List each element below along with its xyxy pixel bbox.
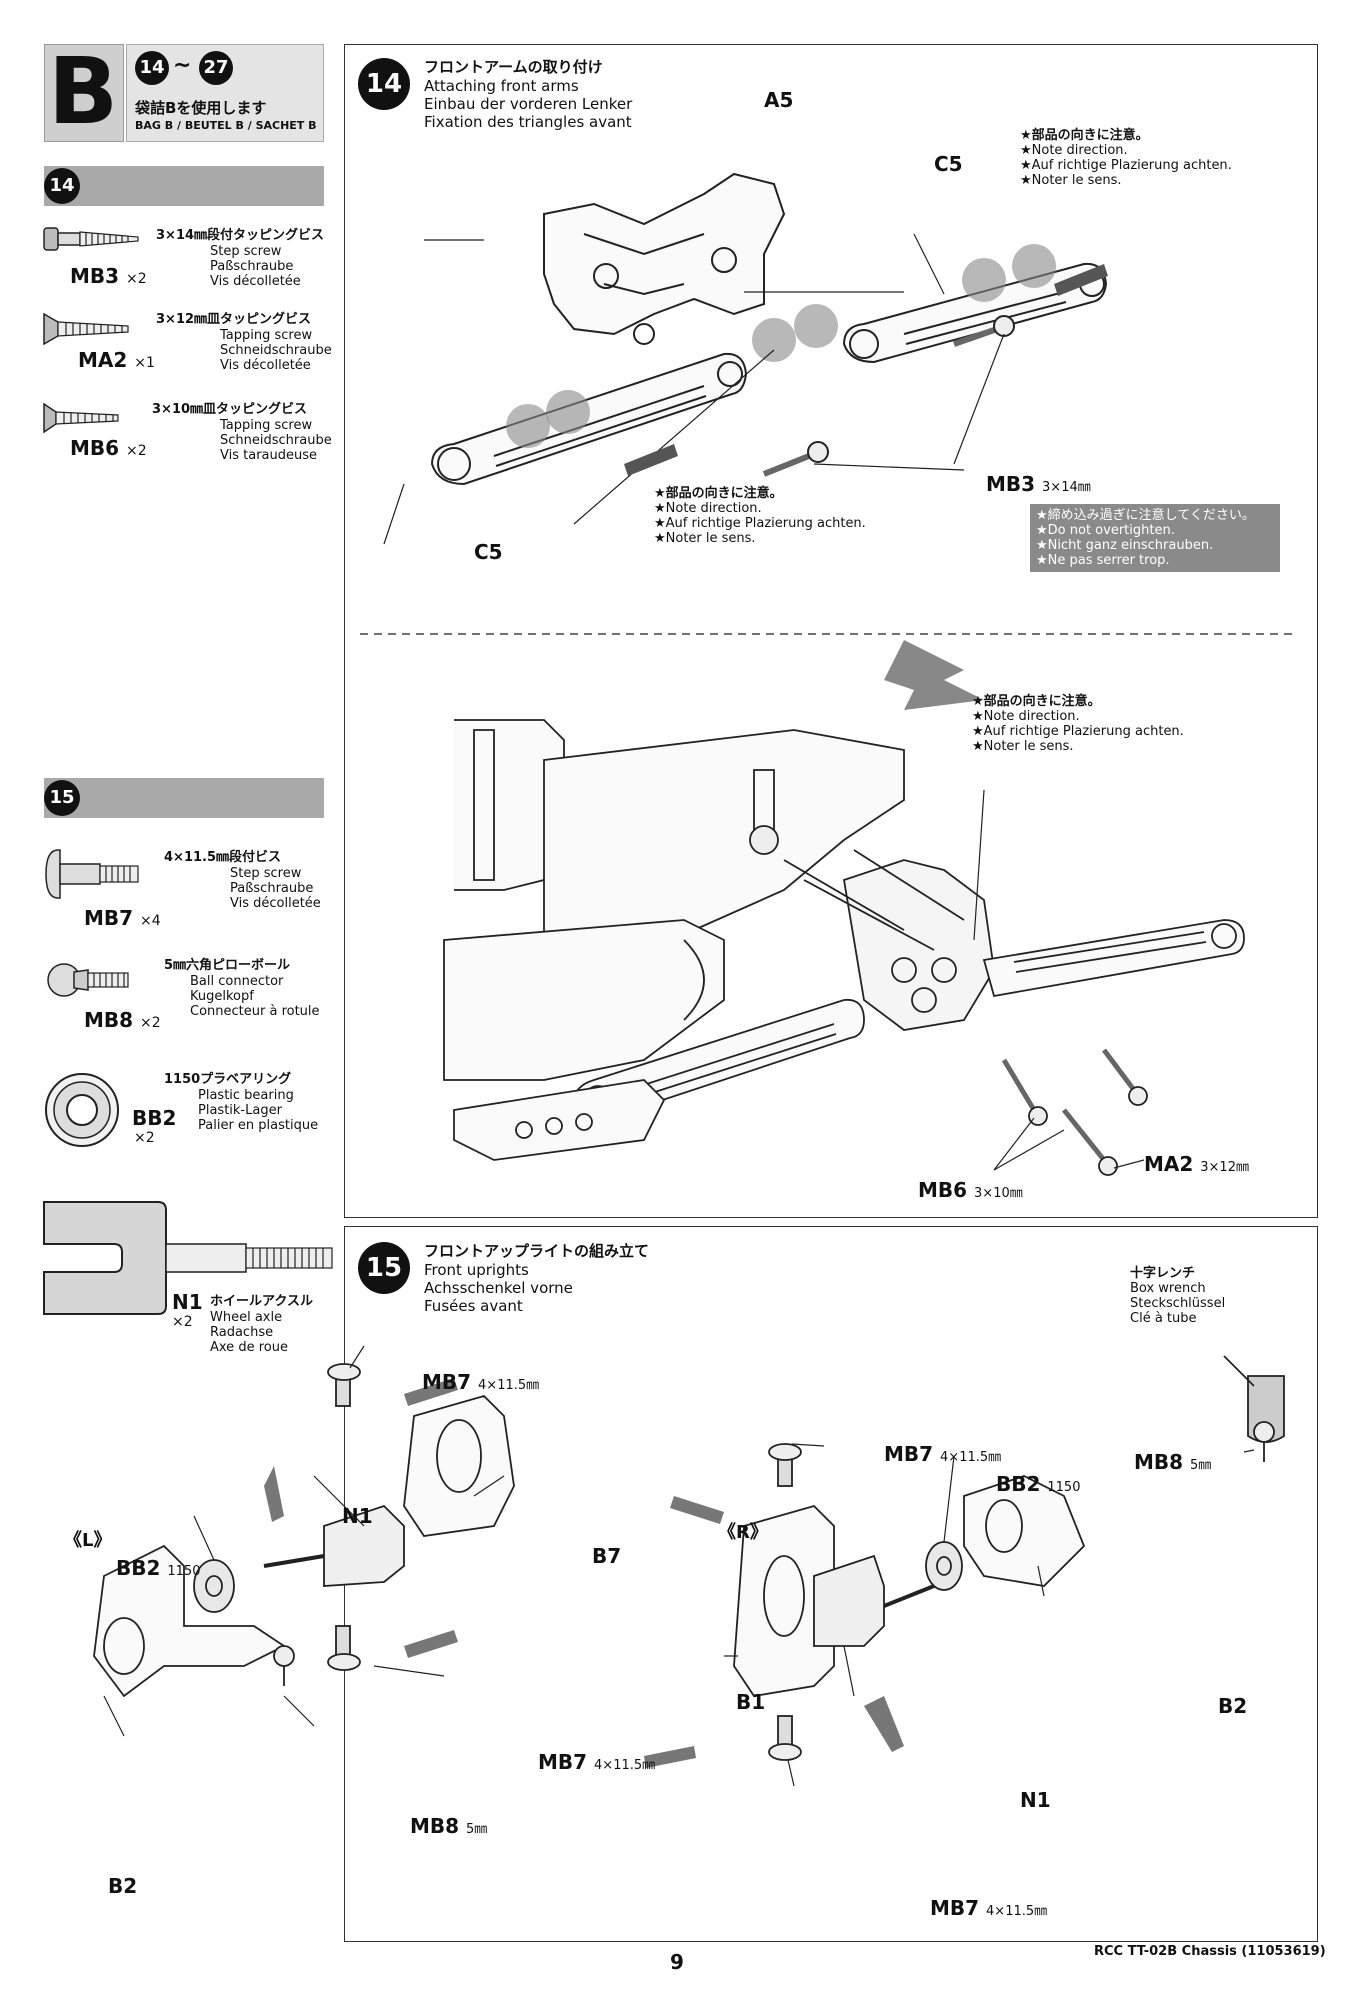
mb6-name-jp: 3×10㎜皿タッピングビス	[152, 402, 308, 417]
mb8-name-fr: Connecteur à rotule	[190, 1004, 320, 1019]
countersunk-screw-icon	[43, 402, 119, 434]
c5-top-label: C5	[934, 152, 963, 176]
step15-title-en: Front uprights	[424, 1261, 529, 1279]
mb8-name-jp: 5㎜六角ピローボール	[164, 958, 291, 973]
document-id: RCC TT-02B Chassis (11053619)	[1094, 1944, 1326, 1959]
n1-name-de: Radachse	[210, 1325, 274, 1340]
ma2-name-en: Tapping screw	[220, 328, 313, 343]
mb8-code: MB8 ×2	[84, 1008, 161, 1032]
step15-number: 15	[358, 1242, 410, 1294]
countersunk-tapping-screw-icon	[43, 312, 129, 346]
right-side-label: 《R》	[718, 1522, 768, 1543]
step-screw-large-icon	[45, 849, 139, 899]
right-b2-label: B2	[1218, 1694, 1248, 1718]
step15-title-jp: フロントアップライトの組み立て	[424, 1242, 650, 1260]
step15-parts-bar: 15	[44, 778, 324, 818]
n1-name-en: Wheel axle	[210, 1310, 283, 1325]
right-n1-label: N1	[1020, 1788, 1051, 1812]
left-mb7-bottom-label: MB7 4×11.5㎜	[538, 1750, 656, 1774]
overtighten-warning: ★締め込み過ぎに注意してください。 ★Do not overtighten. ★…	[1030, 504, 1280, 572]
right-bb2-label: BB2 1150	[996, 1472, 1081, 1496]
bag-info-box: 14 ~ 27 袋詰Bを使用します BAG B / BEUTEL B / SAC…	[126, 44, 324, 142]
step14-title-fr: Fixation des triangles avant	[424, 113, 632, 131]
bb2-name-de: Plastik-Lager	[198, 1103, 282, 1118]
bag-letter-box	[44, 44, 124, 142]
step14-title-jp: フロントアームの取り付け	[424, 58, 603, 76]
step15-parts-number: 15	[44, 780, 80, 816]
mb6-label: MB6 3×10㎜	[918, 1178, 1023, 1202]
mb6-name-fr: Vis taraudeuse	[220, 448, 317, 463]
mb7-name-fr: Vis décolletée	[230, 896, 321, 911]
step14-title-de: Einbau der vorderen Lenker	[424, 95, 633, 113]
note-direction-lower: ★部品の向きに注意。 ★Note direction. ★Auf richtig…	[972, 694, 1184, 754]
bb2-code: BB2	[132, 1106, 177, 1130]
bb2-qty: ×2	[134, 1130, 155, 1146]
right-mb7-top-label: MB7 4×11.5㎜	[884, 1442, 1002, 1466]
step14-parts-bar: 14	[44, 166, 324, 206]
bag-range-from: 14	[135, 51, 169, 85]
bb2-name-fr: Palier en plastique	[198, 1118, 319, 1133]
step14-number: 14	[358, 58, 410, 110]
left-b2-label: B2	[108, 1874, 138, 1898]
box-wrench-label: 十字レンチ Box wrench Steckschlüssel Clé à tu…	[1130, 1266, 1226, 1326]
bb2-name-jp: 1150プラベアリング	[164, 1072, 292, 1087]
front-arm-exploded-diagram	[360, 172, 1294, 635]
mb7-name-en: Step screw	[230, 866, 302, 881]
bag-range-tilde: ~	[173, 53, 192, 78]
left-b7-label: B7	[592, 1544, 622, 1568]
mb3-label: MB3 3×14㎜	[986, 472, 1091, 496]
note-direction-middle: ★部品の向きに注意。 ★Note direction. ★Auf richtig…	[654, 486, 866, 546]
step14-parts-number: 14	[44, 168, 80, 204]
note-direction-top: ★部品の向きに注意。 ★Note direction. ★Auf richtig…	[1020, 128, 1232, 188]
mb7-code: MB7 ×4	[84, 906, 161, 930]
n1-code: N1	[172, 1290, 203, 1314]
step14-title-en: Attaching front arms	[424, 77, 579, 95]
right-b1-label: B1	[736, 1690, 766, 1714]
step-screw-icon	[43, 227, 139, 251]
wheel-axle-icon	[43, 1201, 333, 1315]
bag-use-multi: BAG B / BEUTEL B / SACHET B	[135, 119, 317, 132]
right-mb7-bottom-label: MB7 4×11.5㎜	[930, 1896, 1048, 1920]
mb3-name-en: Step screw	[210, 244, 282, 259]
n1-name-jp: ホイールアクスル	[210, 1294, 313, 1309]
page-number: 9	[670, 1950, 684, 1974]
n1-name-fr: Axe de roue	[210, 1340, 288, 1355]
mb6-name-de: Schneidschraube	[220, 433, 332, 448]
mb7-name-jp: 4×11.5㎜段付ビス	[164, 850, 282, 865]
left-side-label: 《L》	[64, 1530, 112, 1551]
bb2-name-en: Plastic bearing	[198, 1088, 294, 1103]
mb7-name-de: Paßschraube	[230, 881, 314, 896]
front-upright-assembly-diagram	[93, 1345, 1285, 1787]
mb3-name-fr: Vis décolletée	[210, 274, 301, 289]
c5-bottom-label: C5	[474, 540, 503, 564]
plastic-bearing-icon	[45, 1073, 119, 1147]
left-n1-label: N1	[342, 1504, 373, 1528]
chassis-front-arm-diagram	[443, 640, 1245, 1176]
mb3-name-de: Paßschraube	[210, 259, 294, 274]
n1-qty: ×2	[172, 1314, 193, 1330]
ma2-code: MA2 ×1	[78, 348, 155, 372]
right-mb8-label: MB8 5㎜	[1134, 1450, 1212, 1474]
step15-title-fr: Fusées avant	[424, 1297, 523, 1315]
mb3-code: MB3 ×2	[70, 264, 147, 288]
bag-range-to: 27	[199, 51, 233, 85]
ma2-name-de: Schneidschraube	[220, 343, 332, 358]
mb8-name-de: Kugelkopf	[190, 989, 254, 1004]
bag-use-jp: 袋詰Bを使用します	[135, 99, 267, 117]
left-bb2-label: BB2 1150	[116, 1556, 201, 1580]
ma2-name-jp: 3×12㎜皿タッピングビス	[156, 312, 312, 327]
left-mb8-label: MB8 5㎜	[410, 1814, 488, 1838]
step15-title-de: Achsschenkel vorne	[424, 1279, 573, 1297]
ma2-label: MA2 3×12㎜	[1144, 1152, 1249, 1176]
mb8-name-en: Ball connector	[190, 974, 284, 989]
mb3-name-jp: 3×14㎜段付タッピングビス	[156, 228, 325, 243]
a5-label: A5	[764, 88, 794, 112]
left-mb7-top-label: MB7 4×11.5㎜	[422, 1370, 540, 1394]
bag-letter: B	[47, 38, 119, 145]
ball-connector-icon	[47, 963, 129, 997]
ma2-name-fr: Vis décolletée	[220, 358, 311, 373]
mb6-code: MB6 ×2	[70, 436, 147, 460]
mb6-name-en: Tapping screw	[220, 418, 313, 433]
